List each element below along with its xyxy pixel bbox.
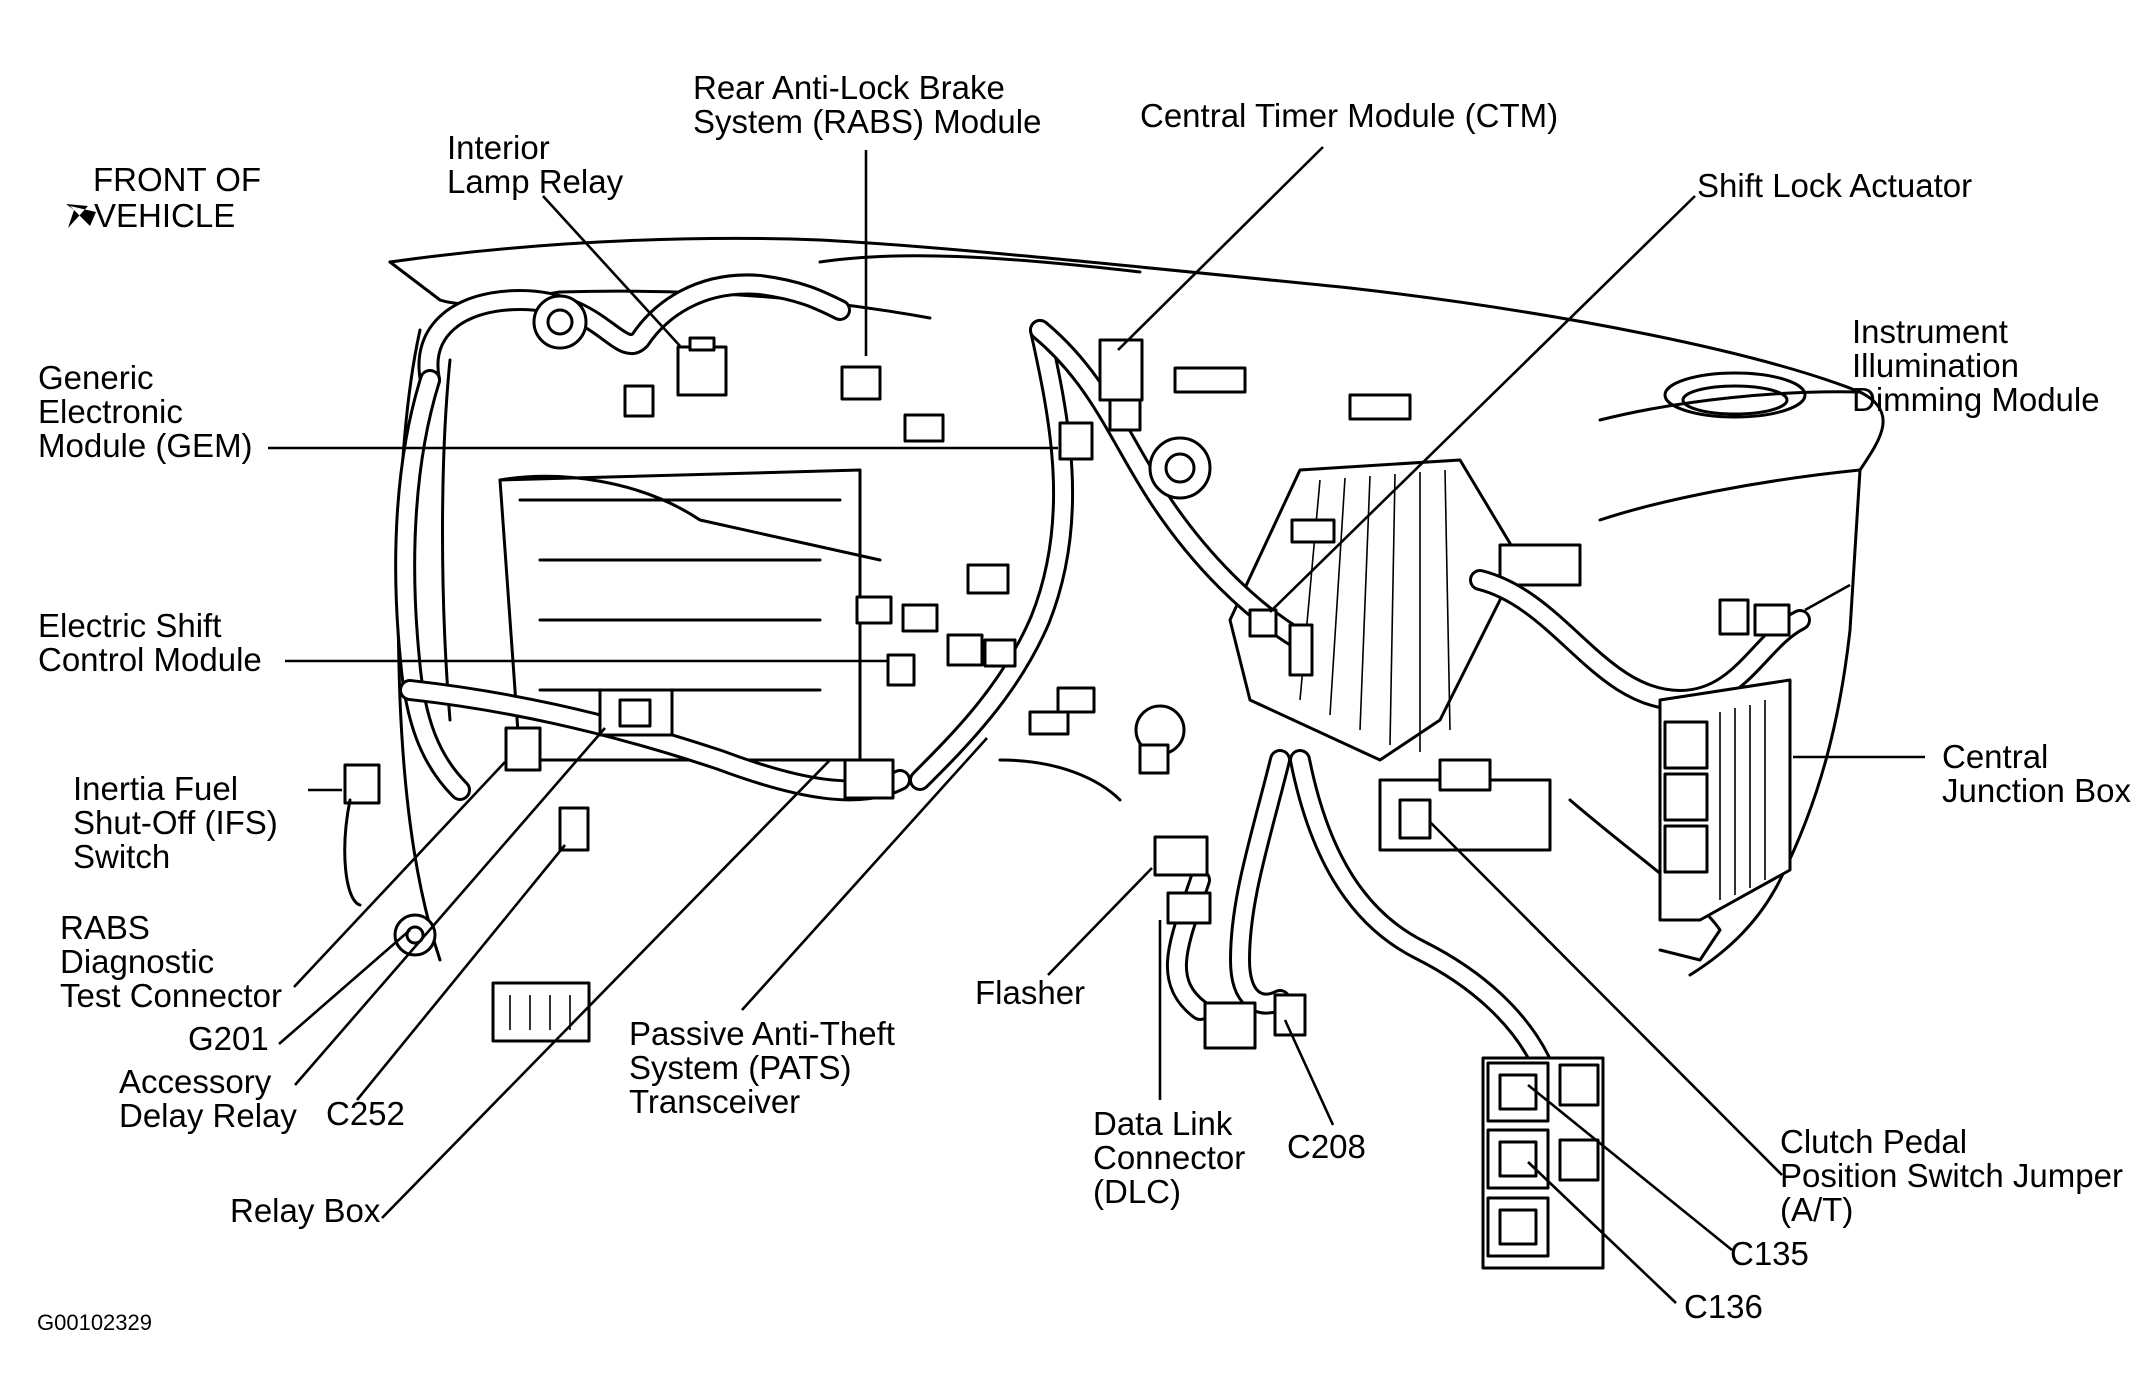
label-g201: G201 bbox=[188, 1020, 269, 1057]
label-gem: Generic Electronic Module (GEM) bbox=[38, 359, 253, 464]
label-instrument-dimming-module: Instrument Illumination Dimming Module bbox=[1852, 313, 2100, 418]
connectors bbox=[343, 294, 1792, 1270]
label-rabs-diagnostic-connector: RABS Diagnostic Test Connector bbox=[60, 909, 282, 1014]
wiring-harness bbox=[394, 273, 1811, 1071]
vehicle-label: VEHICLE bbox=[94, 197, 235, 234]
label-c208: C208 bbox=[1287, 1128, 1366, 1165]
label-c136: C136 bbox=[1684, 1288, 1763, 1325]
front-of-label: FRONT OF bbox=[93, 161, 261, 198]
label-pats-transceiver: Passive Anti-Theft System (PATS) Transce… bbox=[629, 1015, 904, 1120]
front-of-vehicle-indicator: FRONT OF VEHICLE bbox=[66, 161, 261, 234]
label-c135: C135 bbox=[1730, 1235, 1809, 1272]
label-c252: C252 bbox=[326, 1095, 405, 1132]
figure-id: G00102329 bbox=[37, 1310, 152, 1335]
label-interior-lamp-relay: Interior Lamp Relay bbox=[447, 129, 624, 200]
label-rabs-module: Rear Anti-Lock Brake System (RABS) Modul… bbox=[693, 69, 1041, 140]
leader-lines bbox=[268, 146, 1925, 1304]
label-relay-box: Relay Box bbox=[230, 1192, 381, 1229]
label-ctm: Central Timer Module (CTM) bbox=[1140, 97, 1558, 134]
label-central-junction-box: Central Junction Box bbox=[1942, 738, 2131, 809]
label-shift-lock-actuator: Shift Lock Actuator bbox=[1697, 167, 1972, 204]
label-ifs-switch: Inertia Fuel Shut-Off (IFS) Switch bbox=[73, 770, 287, 875]
label-dlc: Data Link Connector (DLC) bbox=[1093, 1105, 1254, 1210]
label-accessory-delay-relay: Accessory Delay Relay bbox=[119, 1063, 297, 1134]
label-electric-shift-control: Electric Shift Control Module bbox=[38, 607, 262, 678]
front-arrow-icon bbox=[66, 204, 96, 228]
label-flasher: Flasher bbox=[975, 974, 1085, 1011]
label-clutch-pedal-jumper: Clutch Pedal Position Switch Jumper (A/T… bbox=[1780, 1123, 2132, 1228]
component-labels: Rear Anti-Lock Brake System (RABS) Modul… bbox=[38, 69, 2132, 1325]
